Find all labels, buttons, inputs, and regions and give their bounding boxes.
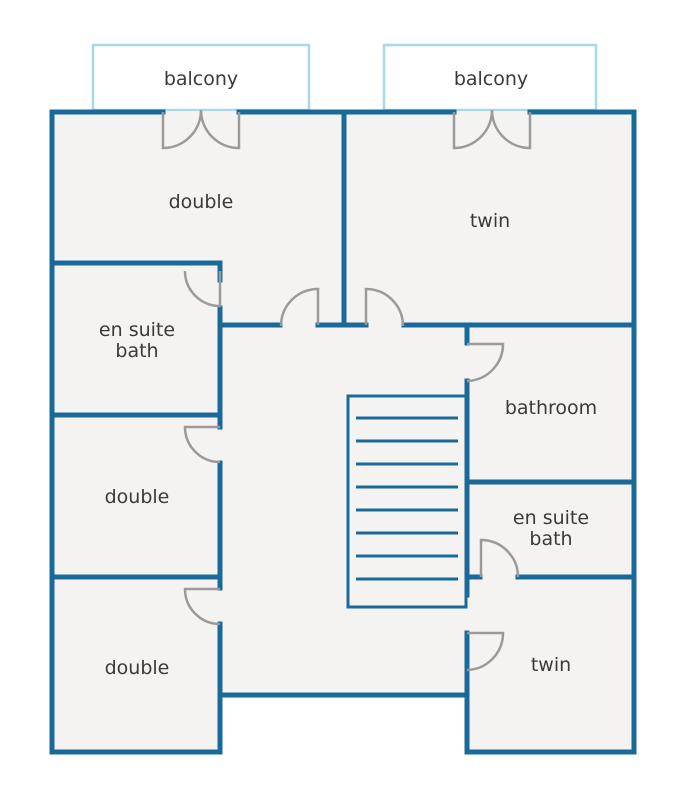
doors bbox=[161, 109, 532, 672]
door-twin-top bbox=[364, 287, 405, 327]
label-ensuite-right-line2: bath bbox=[529, 528, 572, 550]
door-twin-bottom bbox=[466, 631, 505, 672]
staircase bbox=[346, 394, 468, 609]
door-balcony-right bbox=[452, 109, 532, 150]
label-double-bottom: double bbox=[105, 657, 170, 679]
label-double-top: double bbox=[169, 191, 234, 213]
door-double-middle bbox=[183, 425, 221, 464]
door-ensuite-right bbox=[479, 538, 520, 578]
floor-area bbox=[52, 112, 634, 752]
label-ensuite-left-line1: en suite bbox=[99, 319, 175, 341]
label-twin-top: twin bbox=[470, 210, 510, 232]
door-bathroom bbox=[466, 342, 505, 383]
door-ensuite-left bbox=[183, 270, 222, 308]
label-double-middle: double bbox=[105, 486, 170, 508]
door-double-top bbox=[279, 287, 320, 327]
label-bathroom: bathroom bbox=[505, 397, 597, 419]
door-double-bottom bbox=[183, 587, 221, 626]
label-balcony-left: balcony bbox=[164, 68, 238, 90]
label-ensuite-right-line1: en suite bbox=[513, 507, 589, 529]
balcony-right-outline bbox=[382, 43, 598, 112]
label-ensuite-left-line2: bath bbox=[115, 340, 158, 362]
label-twin-bottom: twin bbox=[531, 654, 571, 676]
balcony-left-outline bbox=[91, 43, 311, 112]
door-balcony-left bbox=[161, 109, 241, 150]
label-balcony-right: balcony bbox=[454, 68, 528, 90]
